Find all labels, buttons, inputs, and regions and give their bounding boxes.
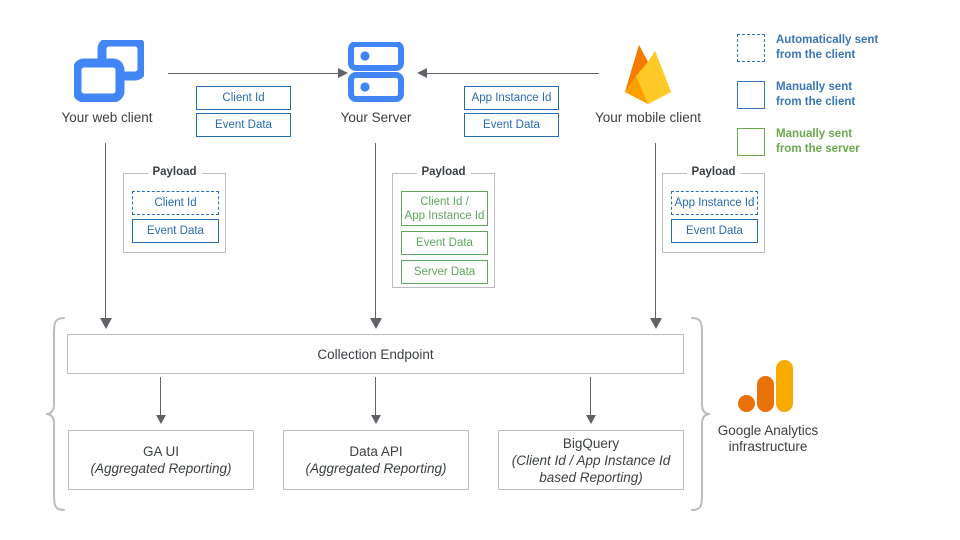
payload-server-item-server-data: Server Data	[401, 260, 488, 284]
payload-server-item-event-data: Event Data	[401, 231, 488, 255]
payload-mobile-item-event-data: Event Data	[671, 219, 758, 243]
web-client-label: Your web client	[61, 110, 153, 125]
arrow-server-to-endpoint	[375, 143, 376, 319]
ga-infra-line1: Google Analytics	[717, 423, 819, 438]
arrow-web-to-server	[168, 73, 340, 74]
arrow-endpoint-to-ga-ui	[160, 377, 161, 417]
arrow-endpoint-to-data-api	[375, 377, 376, 417]
legend-label-manual-client: Manually sent from the client	[776, 81, 856, 108]
transit-chip-event-data-mobile: Event Data	[464, 113, 559, 137]
arrow-web-to-endpoint	[105, 143, 106, 319]
payload-mobile-title: Payload	[686, 166, 741, 178]
output-ga-ui-subtitle: (Aggregated Reporting)	[90, 461, 232, 476]
payload-server: Payload Client Id / App Instance Id Even…	[392, 166, 495, 288]
arrow-endpoint-to-ga-ui-head	[156, 415, 166, 424]
collection-endpoint-box: Collection Endpoint	[67, 334, 684, 374]
arrow-mobile-to-endpoint	[655, 143, 656, 319]
ga-infrastructure-label: Google Analytics infrastructure	[690, 423, 846, 455]
payload-server-item-ids: Client Id / App Instance Id	[401, 191, 488, 226]
arrow-web-to-endpoint-head	[100, 318, 112, 329]
infrastructure-bracket-right	[691, 317, 711, 511]
arrow-mobile-to-server	[427, 73, 599, 74]
output-data-api-title: Data API	[349, 444, 403, 459]
infrastructure-bracket-left	[45, 317, 65, 511]
payload-web-item-event-data: Event Data	[132, 219, 219, 243]
payload-web-item-client-id: Client Id	[132, 191, 219, 215]
transit-chip-event-data: Event Data	[196, 113, 291, 137]
mobile-client-label: Your mobile client	[594, 110, 702, 125]
arrow-web-to-server-head	[338, 68, 348, 78]
output-box-bigquery: BigQuery (Client Id / App Instance Id ba…	[498, 430, 684, 490]
output-box-data-api: Data API (Aggregated Reporting)	[283, 430, 469, 490]
legend-swatch-dashed-blue	[737, 34, 765, 62]
output-ga-ui-title: GA UI	[142, 444, 179, 459]
payload-mobile: Payload App Instance Id Event Data	[662, 166, 765, 253]
legend-swatch-solid-green	[737, 128, 765, 156]
legend-item-automatic-client: Automatically sent from the client	[737, 33, 878, 71]
payload-server-title: Payload	[416, 166, 471, 178]
arrow-endpoint-to-bigquery-head	[586, 415, 596, 424]
browser-windows-icon	[74, 40, 144, 102]
legend-label-automatic-client: Automatically sent from the client	[776, 34, 879, 61]
arrow-endpoint-to-data-api-head	[371, 415, 381, 424]
legend-item-manual-client: Manually sent from the client	[737, 80, 878, 118]
ga-infra-line2: infrastructure	[728, 439, 808, 454]
legend-item-manual-server: Manually sent from the server	[737, 127, 878, 165]
arrow-server-to-endpoint-head	[370, 318, 382, 329]
firebase-flame-icon	[625, 45, 671, 104]
google-analytics-icon	[738, 360, 793, 412]
payload-mobile-item-app-instance-id: App Instance Id	[671, 191, 758, 215]
legend-swatch-solid-blue	[737, 81, 765, 109]
server-rack-icon	[348, 42, 404, 102]
payload-web-title: Payload	[147, 166, 202, 178]
arrow-mobile-to-endpoint-head	[650, 318, 662, 329]
output-bigquery-title: BigQuery	[562, 435, 620, 451]
output-data-api-subtitle: (Aggregated Reporting)	[305, 461, 447, 476]
output-box-ga-ui: GA UI (Aggregated Reporting)	[68, 430, 254, 490]
payload-web: Payload Client Id Event Data	[123, 166, 226, 253]
arrow-mobile-to-server-head	[417, 68, 427, 78]
legend-label-manual-server: Manually sent from the server	[776, 128, 860, 155]
output-bigquery-subtitle: (Client Id / App Instance Id based Repor…	[511, 452, 671, 485]
arrow-endpoint-to-bigquery	[590, 377, 591, 417]
server-label: Your Server	[340, 110, 412, 125]
legend: Automatically sent from the client Manua…	[737, 33, 878, 174]
transit-chip-app-instance-id: App Instance Id	[464, 86, 559, 110]
transit-chip-client-id: Client Id	[196, 86, 291, 110]
